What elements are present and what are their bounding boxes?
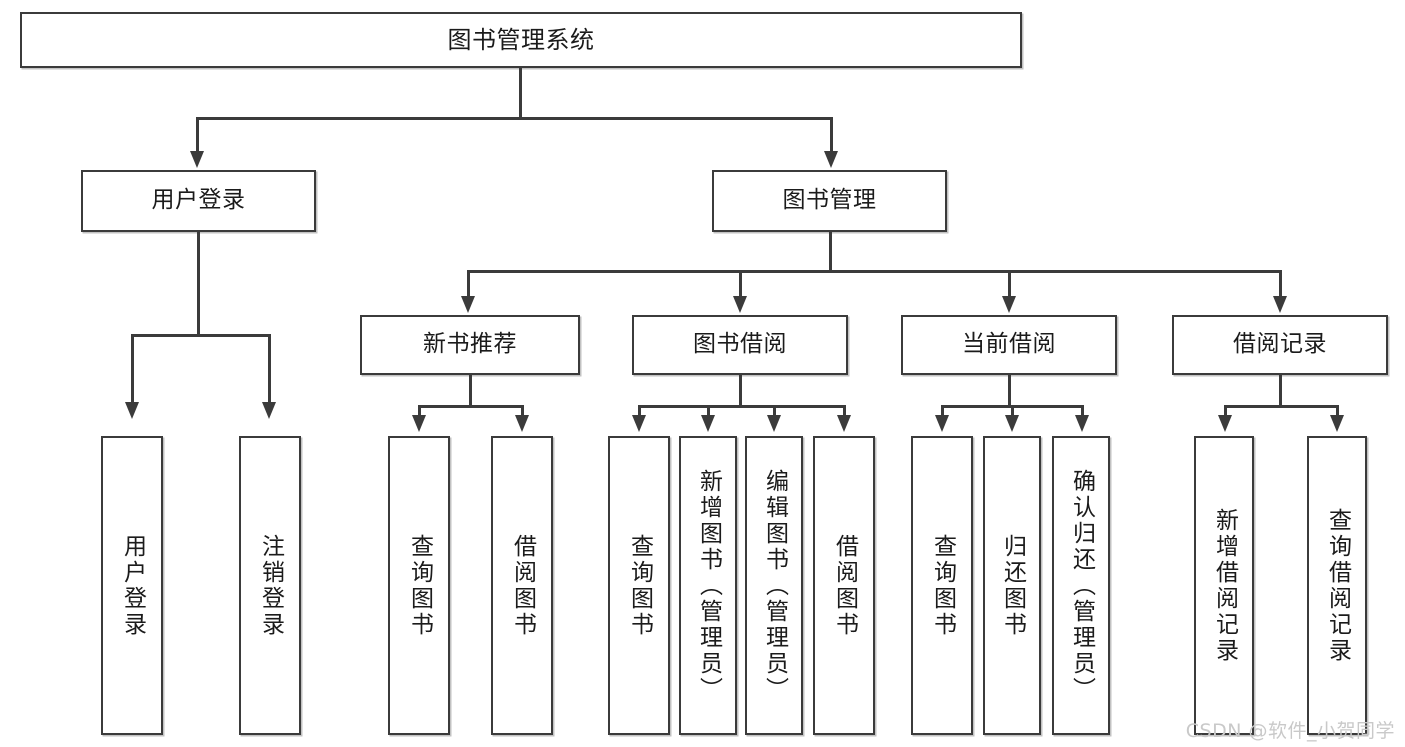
connector-level3-bus <box>467 270 1281 273</box>
node-label: 查询图书 <box>406 533 433 638</box>
node-label: 查询图书 <box>626 533 653 638</box>
arrowhead-book-mgmt <box>824 151 838 168</box>
node-borrow-records[interactable]: 借阅记录 <box>1172 315 1388 375</box>
leaf-nb-query-book[interactable]: 查询图书 <box>388 436 450 735</box>
node-label: 注销登录 <box>257 533 284 638</box>
connector-bb-drop-1 <box>638 405 641 417</box>
connector-current-borrow-stem <box>1008 375 1011 407</box>
leaf-rec-query-record[interactable]: 查询借阅记录 <box>1307 436 1367 735</box>
connector-cb-drop-2 <box>1011 405 1014 417</box>
arrowhead-new-book-rec <box>461 296 475 313</box>
connector-book-borrow-stem <box>739 375 742 407</box>
connector-records-stem <box>1279 375 1282 407</box>
arrowhead-current-borrow <box>1002 296 1016 313</box>
node-label: 图书借阅 <box>693 331 787 358</box>
connector-records-bus <box>1224 405 1336 408</box>
node-label: 查询图书 <box>929 533 956 638</box>
leaf-logout[interactable]: 注销登录 <box>239 436 301 735</box>
node-label: 图书管理系统 <box>447 25 595 54</box>
connector-bb-drop-4 <box>843 405 846 417</box>
connector-bb-drop-3 <box>773 405 776 417</box>
connector-user-login-bus <box>131 334 268 337</box>
arrowhead-nb-query-book <box>412 415 426 432</box>
connector-new-book-stem <box>469 375 472 407</box>
connector-root-bus <box>196 117 833 120</box>
leaf-user-login[interactable]: 用户登录 <box>101 436 163 735</box>
connector-level3-drop-2 <box>739 270 742 298</box>
node-label: 编辑图书（管理员） <box>761 468 788 703</box>
arrowhead-rec-add-record <box>1218 415 1232 432</box>
connector-rec-drop-2 <box>1336 405 1339 417</box>
node-label: 借阅图书 <box>831 533 858 638</box>
arrowhead-leaf-user-login <box>125 402 139 419</box>
node-new-book-recommend[interactable]: 新书推荐 <box>360 315 580 375</box>
connector-rec-drop-1 <box>1224 405 1227 417</box>
node-label: 查询借阅记录 <box>1324 507 1351 664</box>
connector-level3-drop-4 <box>1279 270 1282 298</box>
arrowhead-leaf-logout <box>262 402 276 419</box>
node-user-login[interactable]: 用户登录 <box>81 170 316 232</box>
connector-book-borrow-bus <box>638 405 843 408</box>
connector-user-login-drop-1 <box>131 334 134 404</box>
node-current-borrow[interactable]: 当前借阅 <box>901 315 1117 375</box>
connector-level3-drop-3 <box>1008 270 1011 298</box>
node-book-management[interactable]: 图书管理 <box>712 170 947 232</box>
leaf-bb-edit-book[interactable]: 编辑图书（管理员） <box>745 436 803 735</box>
leaf-cb-query-book[interactable]: 查询图书 <box>911 436 973 735</box>
arrowhead-bb-add-book <box>701 415 715 432</box>
node-label: 当前借阅 <box>962 331 1056 358</box>
node-label: 借阅记录 <box>1233 331 1327 358</box>
arrowhead-book-borrow <box>733 296 747 313</box>
node-label: 图书管理 <box>782 187 877 214</box>
leaf-rec-add-record[interactable]: 新增借阅记录 <box>1194 436 1254 735</box>
connector-new-book-drop-1 <box>418 405 421 417</box>
connector-book-mgmt-stem <box>829 232 832 272</box>
connector-cb-drop-3 <box>1081 405 1084 417</box>
connector-to-user-login <box>196 117 199 153</box>
leaf-nb-borrow-book[interactable]: 借阅图书 <box>491 436 553 735</box>
leaf-cb-confirm-return[interactable]: 确认归还（管理员） <box>1052 436 1110 735</box>
arrowhead-bb-borrow-book <box>837 415 851 432</box>
leaf-bb-query-book[interactable]: 查询图书 <box>608 436 670 735</box>
node-label: 新增图书（管理员） <box>695 468 722 703</box>
connector-bb-drop-2 <box>707 405 710 417</box>
node-label: 用户登录 <box>119 533 146 638</box>
node-label: 新书推荐 <box>423 331 517 358</box>
connector-user-login-stem <box>197 232 200 336</box>
arrowhead-cb-confirm-return <box>1075 415 1089 432</box>
connector-level3-drop-1 <box>467 270 470 298</box>
connector-new-book-drop-2 <box>521 405 524 417</box>
connector-user-login-drop-2 <box>268 334 271 404</box>
node-label: 借阅图书 <box>509 533 536 638</box>
leaf-cb-return-book[interactable]: 归还图书 <box>983 436 1041 735</box>
arrowhead-cb-query-book <box>935 415 949 432</box>
leaf-bb-add-book[interactable]: 新增图书（管理员） <box>679 436 737 735</box>
node-label: 用户登录 <box>151 187 246 214</box>
connector-cb-drop-1 <box>941 405 944 417</box>
connector-root-stem <box>519 68 522 118</box>
arrowhead-bb-edit-book <box>767 415 781 432</box>
node-label: 新增借阅记录 <box>1211 507 1238 664</box>
arrowhead-user-login <box>190 151 204 168</box>
node-book-borrow[interactable]: 图书借阅 <box>632 315 848 375</box>
node-label: 归还图书 <box>999 533 1026 638</box>
arrowhead-borrow-records <box>1273 296 1287 313</box>
node-root-system[interactable]: 图书管理系统 <box>20 12 1022 68</box>
connector-new-book-bus <box>418 405 521 408</box>
arrowhead-bb-query-book <box>632 415 646 432</box>
arrowhead-rec-query-record <box>1330 415 1344 432</box>
arrowhead-nb-borrow-book <box>515 415 529 432</box>
connector-to-book-mgmt <box>830 117 833 153</box>
leaf-bb-borrow-book[interactable]: 借阅图书 <box>813 436 875 735</box>
node-label: 确认归还（管理员） <box>1068 468 1095 703</box>
arrowhead-cb-return-book <box>1005 415 1019 432</box>
